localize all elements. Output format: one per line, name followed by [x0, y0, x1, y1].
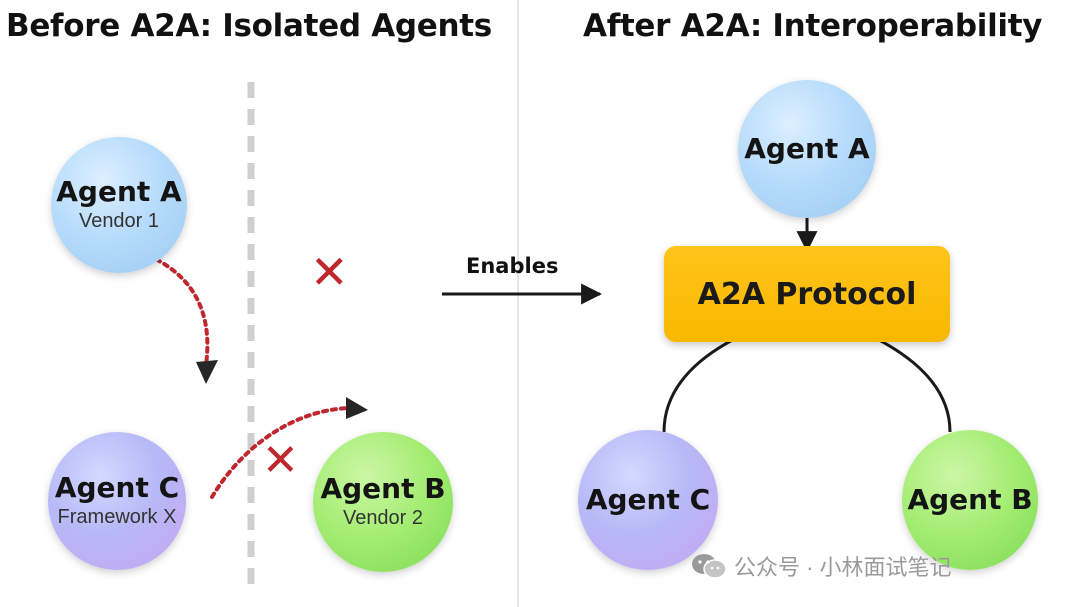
- enables-label: Enables: [466, 254, 559, 278]
- blocked-connection-c: [210, 406, 352, 499]
- agent-vendor: Vendor 2: [342, 507, 424, 530]
- protocol-label: A2A Protocol: [697, 276, 917, 312]
- wechat-icon: [692, 554, 727, 579]
- agent-node-a-isolated: Agent A Vendor 1: [51, 137, 187, 273]
- watermark: 公众号 · 小林面试笔记: [690, 550, 952, 582]
- a2a-protocol-box: A2A Protocol: [664, 246, 950, 342]
- agent-name: Agent C: [54, 470, 180, 504]
- agent-name: Agent B: [320, 471, 446, 505]
- blocked-connection-a-arrowhead: [196, 360, 218, 384]
- blocked-connection-a: [138, 250, 210, 367]
- agent-node-b-isolated: Agent B Vendor 2: [313, 432, 453, 572]
- agent-name: Agent B: [907, 482, 1033, 516]
- agent-node-b-connected: Agent B: [902, 430, 1038, 570]
- panel-divider: [517, 0, 519, 607]
- left-panel-title: Before A2A: Isolated Agents: [6, 8, 492, 44]
- agent-name: Agent A: [56, 174, 182, 208]
- agent-name: Agent A: [744, 131, 870, 165]
- agent-node-c-isolated: Agent C Framework X: [48, 432, 186, 570]
- agent-vendor: Vendor 1: [78, 210, 160, 233]
- blocked-x-icon: ✕: [262, 435, 299, 486]
- agent-node-a-connected: Agent A: [738, 80, 876, 218]
- blocked-x-icon: ✕: [310, 245, 349, 299]
- agent-name: Agent C: [585, 482, 711, 516]
- agent-framework: Framework X: [57, 506, 177, 529]
- watermark-text: 公众号 · 小林面试笔记: [734, 555, 952, 580]
- right-panel-title: After A2A: Interoperability: [583, 8, 1043, 44]
- agent-node-c-connected: Agent C: [578, 430, 718, 570]
- blocked-connection-c-arrowhead: [346, 397, 368, 419]
